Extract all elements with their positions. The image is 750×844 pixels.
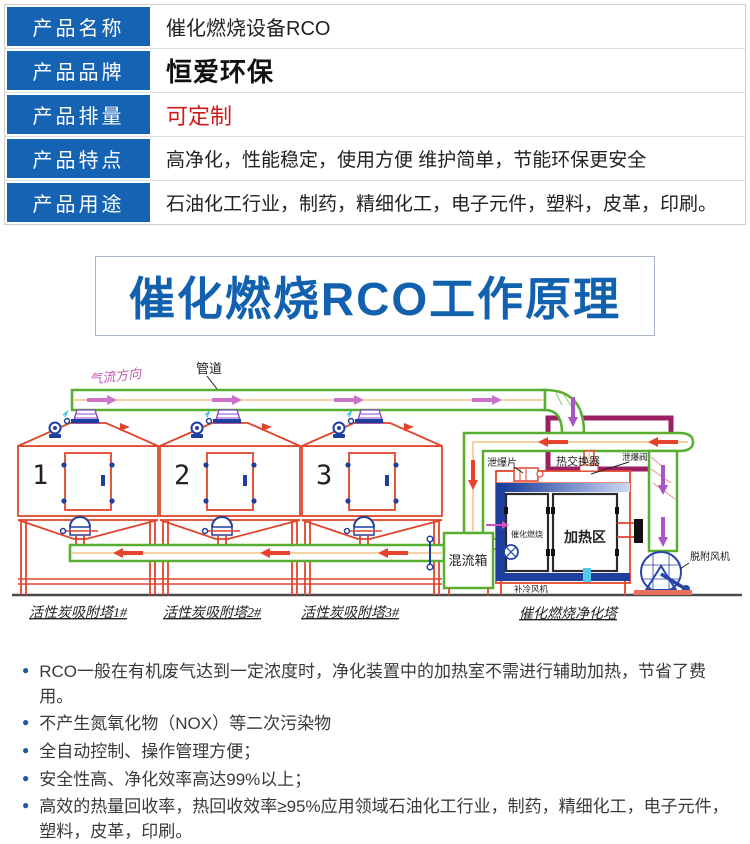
adsorption-tower-3 [301, 409, 443, 596]
spec-row-usage: 产品用途 石油化工行业，制药，精细化工，电子元件，塑料，皮革，印刷。 [5, 181, 745, 224]
tower-1-name: 活性炭吸附塔1# [29, 605, 128, 621]
section-title-banner: 催化燃烧RCO工作原理 [95, 256, 655, 336]
heat-exchanger-label: 热交换器 [556, 454, 600, 468]
section-title: 催化燃烧RCO工作原理 [128, 273, 622, 325]
explosion-relief-valve-label: 泄爆阀 [622, 452, 648, 462]
tower-3-name: 活性炭吸附塔3# [301, 605, 400, 621]
spec-value-features: 高净化，性能稳定，使用方便 维护简单，节能环保更安全 [166, 150, 647, 171]
spec-label-name: 产品名称 [7, 7, 150, 46]
lower-desorption-pipe [68, 535, 446, 571]
tower-2-number: 2 [174, 460, 190, 491]
feature-item: ● RCO一般在有机废气达到一定浓度时，净化装置中的加热室不需进行辅助加热，节省… [22, 660, 734, 709]
spec-label-brand: 产品品牌 [7, 51, 150, 90]
heat-exchanger-return-pipe [462, 431, 695, 535]
tower-3-number: 3 [316, 460, 332, 491]
bullet-icon: ● [22, 663, 30, 677]
spec-value-usage: 石油化工行业，制药，精细化工，电子元件，塑料，皮革，印刷。 [166, 194, 718, 215]
explosion-vent-disc-label: 泄爆片 [487, 456, 517, 469]
purification-tower-name: 催化燃烧净化塔 [519, 606, 619, 622]
product-spec-table: 产品名称 催化燃烧设备RCO 产品品牌 恒爱环保 产品排量 可定制 产品特点 高… [4, 4, 746, 225]
adsorption-tower-2 [159, 409, 301, 596]
heating-zone-label: 加热区 [563, 529, 606, 545]
tower-2-name: 活性炭吸附塔2# [163, 605, 262, 621]
bullet-icon: ● [22, 742, 30, 757]
feature-text: 不产生氮氧化物（NOX）等二次污染物 [39, 714, 332, 734]
catalytic-combustion-unit: 催化燃烧 加热区 [486, 464, 631, 595]
bullet-icon: ● [22, 770, 30, 785]
spec-label-capacity: 产品排量 [7, 95, 150, 134]
feature-item: ● 安全性高、净化效率高达99%以上； [22, 768, 734, 793]
pipe-label: 管道 [196, 361, 222, 376]
feature-text: 高效的热量回收率，热回收效率≥95%应用领域石油化工行业，制药，精细化工，电子元… [39, 797, 729, 841]
catalytic-chamber-label: 催化燃烧 [511, 529, 543, 539]
product-detail-page: 产品名称 催化燃烧设备RCO 产品品牌 恒爱环保 产品排量 可定制 产品特点 高… [0, 4, 750, 844]
airflow-direction-label: 气流方向 [89, 366, 143, 387]
desorption-fan-label: 脱附风机 [690, 550, 730, 563]
feature-item: ● 不产生氮氧化物（NOX）等二次污染物 [22, 712, 734, 737]
feature-item: ● 全自动控制、操作管理方便； [22, 740, 734, 765]
process-diagram: 1 2 3 混流箱 [12, 361, 742, 622]
mixing-box: 混流箱 [442, 531, 503, 595]
spec-row-features: 产品特点 高净化，性能稳定，使用方便 维护简单，节能环保更安全 [5, 137, 745, 181]
feature-text: RCO一般在有机废气达到一定浓度时，净化装置中的加热室不需进行辅助加热，节省了费… [39, 662, 707, 706]
spec-value-brand: 恒爱环保 [166, 57, 275, 87]
feature-list: ● RCO一般在有机废气达到一定浓度时，净化装置中的加热室不需进行辅助加热，节省… [0, 660, 750, 844]
spec-row-capacity: 产品排量 可定制 [5, 93, 745, 137]
bullet-icon: ● [22, 715, 30, 730]
adsorption-tower-1 [17, 409, 159, 596]
tower-1-number: 1 [32, 460, 48, 491]
bullet-icon: ● [22, 798, 30, 813]
top-exhaust-pipe [70, 388, 586, 435]
support-braces [18, 578, 442, 585]
spec-row-brand: 产品品牌 恒爱环保 [5, 49, 745, 93]
spec-value-name: 催化燃烧设备RCO [166, 18, 331, 40]
spec-label-features: 产品特点 [7, 139, 150, 178]
feature-item: ● 高效的热量回收率，热回收效率≥95%应用领域石油化工行业，制药，精细化工，电… [22, 795, 734, 844]
makeup-air-fan-label: 补冷风机 [514, 584, 549, 594]
spec-label-usage: 产品用途 [7, 183, 150, 222]
feature-text: 全自动控制、操作管理方便； [39, 741, 261, 761]
spec-row-name: 产品名称 催化燃烧设备RCO [5, 5, 745, 49]
feature-text: 安全性高、净化效率高达99%以上； [39, 769, 312, 789]
desorption-fan-assembly [617, 449, 692, 595]
mixing-box-label: 混流箱 [448, 553, 487, 568]
spec-value-capacity: 可定制 [166, 103, 233, 129]
